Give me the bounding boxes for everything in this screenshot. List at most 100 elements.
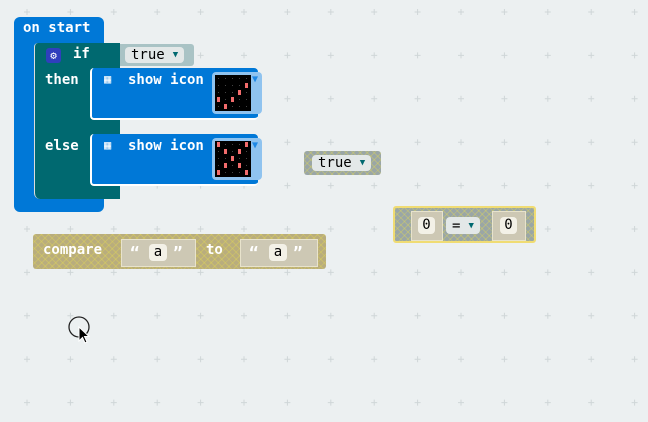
led-grid [215,75,251,111]
led-off[interactable] [237,83,243,89]
led-off[interactable] [237,170,243,176]
led-off[interactable] [244,163,250,169]
grid-plus [67,9,74,15]
grid-plus [371,312,378,319]
led-off[interactable] [237,156,243,162]
grid-plus [501,269,508,276]
led-off[interactable] [216,76,222,82]
led-off[interactable] [216,90,222,96]
grid-plus [67,269,74,276]
led-off[interactable] [216,149,222,155]
led-off[interactable] [237,142,243,148]
grid-plus [588,182,595,189]
led-off[interactable] [237,104,243,110]
show-icon-block-else[interactable]: ▦ show icon ▼ [90,134,262,186]
grid-plus [588,139,595,146]
grid-plus [154,9,161,15]
grid-plus [544,52,551,59]
led-off[interactable] [230,83,236,89]
gear-icon[interactable]: ⚙ [46,48,61,63]
grid-plus [588,269,595,276]
led-off[interactable] [237,76,243,82]
led-on[interactable] [223,163,229,169]
icon-picker[interactable]: ▼ [212,138,262,180]
led-on[interactable] [230,156,236,162]
led-off[interactable] [216,163,222,169]
led-off[interactable] [230,90,236,96]
led-off[interactable] [216,104,222,110]
grid-plus [24,9,30,15]
operator-dropdown[interactable]: = ▼ [446,217,480,234]
compare-strings-block[interactable]: compare “ a ” to “ a ” [33,234,326,269]
grid-plus [241,399,247,406]
led-off[interactable] [244,156,250,162]
right-string-input[interactable]: a [269,244,287,261]
led-off[interactable] [237,97,243,103]
right-number-slot: 0 [492,211,526,241]
led-off[interactable] [244,76,250,82]
grid-plus [67,399,74,406]
led-on[interactable] [237,163,243,169]
grid-plus [327,139,334,146]
led-off[interactable] [216,83,222,89]
grid-icon: ▦ [104,72,112,86]
chevron-down-icon: ▼ [468,220,474,231]
true-dropdown[interactable]: true ▼ [125,47,185,63]
chevron-down-icon: ▼ [359,158,366,168]
led-on[interactable] [216,97,222,103]
led-on[interactable] [216,170,222,176]
right-number-input[interactable]: 0 [500,217,517,234]
led-off[interactable] [223,90,229,96]
true-dropdown[interactable]: true ▼ [312,155,372,171]
led-on[interactable] [223,149,229,155]
grid-plus [501,312,508,319]
led-on[interactable] [230,97,236,103]
grid-plus [241,226,247,232]
grid-plus [588,95,595,102]
led-on[interactable] [244,170,250,176]
led-off[interactable] [230,104,236,110]
icon-picker[interactable]: ▼ [212,72,262,114]
show-icon-block-then[interactable]: ▦ show icon ▼ [90,68,262,120]
led-off[interactable] [244,104,250,110]
led-off[interactable] [230,142,236,148]
led-on[interactable] [216,142,222,148]
condition-true-block[interactable]: true ▼ [120,44,194,66]
led-on[interactable] [244,142,250,148]
grid-plus [154,399,161,406]
led-off[interactable] [223,170,229,176]
number-compare-block[interactable]: 0 = ▼ 0 [393,206,536,243]
led-off[interactable] [244,97,250,103]
grid-plus [631,52,638,59]
left-string-input[interactable]: a [149,244,167,261]
led-on[interactable] [237,90,243,96]
led-off[interactable] [223,142,229,148]
led-off[interactable] [223,156,229,162]
led-off[interactable] [223,76,229,82]
grid-plus [154,269,161,276]
led-off[interactable] [230,76,236,82]
led-off[interactable] [230,163,236,169]
grid-plus [327,182,334,189]
led-off[interactable] [244,90,250,96]
led-off[interactable] [223,97,229,103]
led-off[interactable] [216,156,222,162]
led-on[interactable] [223,104,229,110]
grid-plus [371,269,378,276]
led-off[interactable] [230,149,236,155]
led-on[interactable] [237,149,243,155]
led-off[interactable] [223,83,229,89]
grid-plus [371,52,378,59]
loose-true-block[interactable]: true ▼ [304,151,381,175]
left-number-input[interactable]: 0 [418,217,435,234]
led-off[interactable] [244,149,250,155]
mouse-cursor-icon [68,316,91,344]
led-on[interactable] [244,83,250,89]
grid-plus [544,269,551,276]
grid-plus [67,312,74,319]
grid-plus [544,356,551,363]
grid-plus [197,356,204,363]
led-off[interactable] [230,170,236,176]
grid-plus [24,226,30,232]
grid-plus [284,182,291,189]
